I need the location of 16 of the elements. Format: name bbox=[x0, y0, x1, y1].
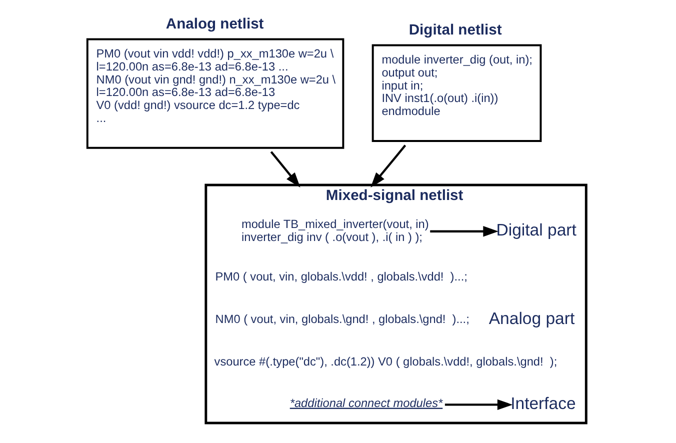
node-box: module inverter_dig (out, in); output out; input in; INV inst1(.o(out) .i(in)) endmodule bbox=[371, 44, 542, 142]
node-label: Digital netlist bbox=[408, 22, 502, 38]
node-text: *additional connect modules* bbox=[289, 396, 442, 410]
node-text: Digital part bbox=[496, 220, 576, 240]
arrow bbox=[370, 144, 406, 188]
label: Analog part bbox=[488, 308, 574, 328]
node-text: Interface bbox=[510, 394, 576, 413]
arrow bbox=[430, 226, 498, 237]
node-box: PM0 (vout vin vdd! vdd!) p_xx_m130e w=2u \ l=120.00n as=6.8e-13 ad=6.8e-13 ... NM0 (vout vin gnd! gnd!) n_xx_m130e w=2u \ l=120.00n as=6.8e-13 ad=6.8e-13 V0 (vdd! gnd!) vsource dc=1.2 type=dc ... bbox=[86, 38, 344, 149]
node-text: vsource #(.type("dc"), .dc(1.2)) V0 ( globals.\vdd!, globals.\gnd! ); bbox=[214, 354, 557, 368]
node-text: PM0 ( vout, vin, globals.\vdd! , globals.\vdd! )...; bbox=[214, 269, 467, 284]
node-text: module TB_mixed_inverter(vout, in) inverter_dig inv ( .o(vout ), .i( in ) ); bbox=[240, 217, 428, 244]
node-text: NM0 ( vout, vin, globals.\gnd! , globals.\gnd! )...; bbox=[214, 312, 469, 326]
node-label: Analog netlist bbox=[165, 16, 264, 32]
arrow bbox=[444, 399, 512, 410]
arrow bbox=[270, 151, 300, 188]
